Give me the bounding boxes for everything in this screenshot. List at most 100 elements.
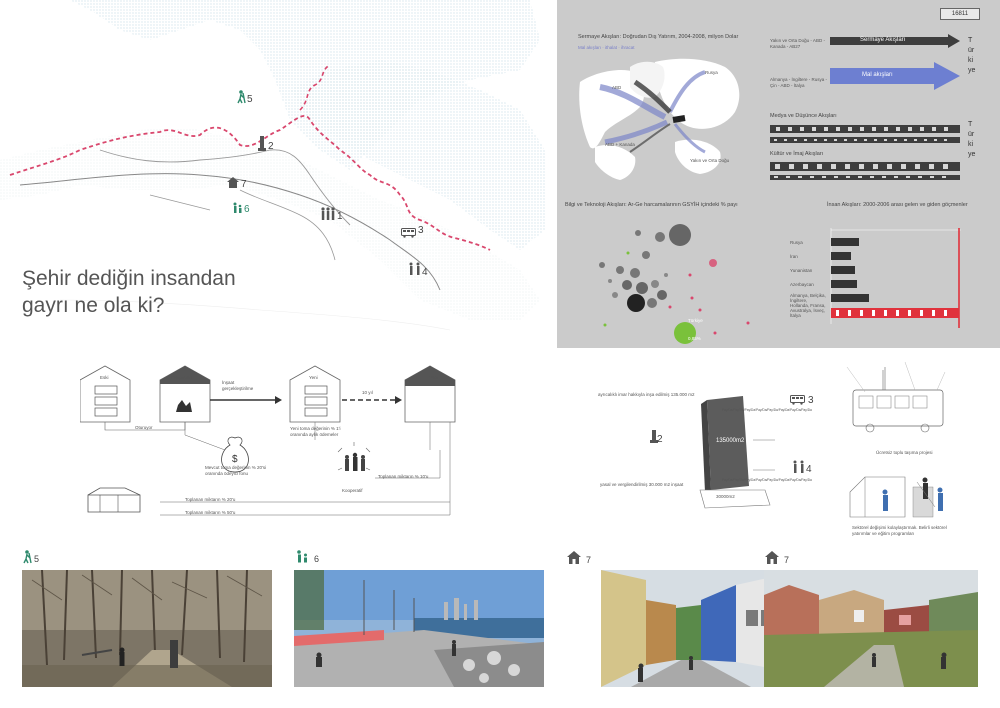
goods-arrow-label: Mal akışları [862,72,893,78]
human-row-iran: İran [790,254,798,259]
diagram-years-label: 10 yıl [362,390,373,395]
headline-line-2: gayrı ne ola ki? [22,294,165,317]
hiker-icon [23,550,32,564]
photo-num: 7 [586,555,592,565]
diagram-yeni-toma-label: Yeni toma değerinin % 1'i oranında aylık… [290,426,341,437]
photo-garden [764,570,978,687]
svg-text:$: $ [232,454,238,465]
turkiye-vertical-2: Türkiye [968,121,976,158]
tech-bubbles [599,224,750,344]
media-flows-strip [770,125,960,143]
culture-flows-title: Kültür ve İmaj Akışları [770,151,824,157]
tower-icon [650,430,658,443]
housing-process-diagram: $ [80,365,456,516]
europe-label: Almanya - İngiltere - Rusya - Çin - ABD … [770,77,828,88]
diagram-kooperatif-house-label: Kooperatif [171,375,192,380]
photo-caption-6: 6 [296,550,319,569]
capital-arrow-label: Sermaye Akışları [860,37,906,43]
map-label-rusya: Rusya [705,70,718,75]
tower-base-area-label: 30000m2 [716,494,735,499]
house-icon [567,551,581,564]
photo-waterfront [294,570,544,687]
human-row-azerbaycan: Azerbaycan [790,282,814,287]
bus-icon [790,395,805,405]
culture-flows-strip [770,162,960,180]
tech-flows-title: Bilgi ve Teknoloji Akışları: Ar-Ge harca… [565,202,738,208]
diagram-oturuyor-label: Oturuyor [135,425,153,430]
tower-marker: 2 [657,434,663,445]
bus-sketch [846,362,946,433]
human-row-yunanistan: Yunanistan [790,268,813,273]
workers-marker: 4 [806,464,812,475]
map-label-abd: ABD [612,85,622,90]
diagram-eski-label: Eski [100,375,109,380]
tower-area-label: 135000m2 [716,438,745,444]
photo-num: 5 [34,554,40,564]
capital-flows-title: Sermaye Akışları: Doğrudan Dış Yatırım, … [578,34,739,40]
map-marker-5[interactable]: 5 [236,90,253,109]
map-marker-label: 3 [418,225,424,236]
middle-east-label: Yakın ve Orta Doğu - ABD - Kanada - AB27 [770,38,825,49]
headline-line-1: Şehir dediğin insandan [22,267,236,290]
house-icon [227,177,239,188]
diagram-insaat-label: İnşaat gerçekleştirilme [222,380,254,391]
hiker-icon [237,90,246,104]
sheet-number: 16811 [951,11,969,17]
diagram-toplanan-50: Toplanan miktarın % 50'u [185,510,236,515]
map-label-abd-kanada: ABD + Kanada [605,142,635,147]
photo-forest-path [22,570,272,687]
flows-panel [557,0,1000,348]
bus-caption: Ücretsiz toplu taşıma projesi [876,450,933,455]
bus-marker: 3 [808,395,814,406]
photo-caption-7a: 7 [566,550,591,570]
turkiye-vertical-1: Türkiye [968,37,976,74]
human-flows-title: İnsan Akışları: 2000-2006 arası gelen ve… [827,202,968,208]
map-marker-label: 5 [247,94,253,105]
diagram-toplanan-20: Toplanan miktarın % 20'u [185,497,236,502]
tower-bottom-text: yasal ve vergilendirilmiş 30.000 m2 inşa… [600,482,684,487]
diagram-toplanan-10: Toplanan miktarın % 10'u [378,474,429,479]
human-row-europe: Almanya, Belçika, İngiltere, Hollanda, F… [790,293,826,318]
world-flow-map [579,58,740,180]
photo-street [601,570,781,687]
tower-top-text: ayrıcalıklı imar hakkıyla inşa edilmiş 1… [598,392,695,397]
map-marker-2[interactable]: 2 [258,135,274,156]
photo-caption-5: 5 [22,550,39,569]
map-marker-7[interactable]: 7 [226,176,247,194]
family-icon [233,202,242,213]
bus-repeat-text: Pay/Da/Pay/Da/Pay/Da/Pay/Da/Pay/Da/Pay/D… [722,408,812,412]
human-flows-chart [830,228,961,328]
family-icon [297,550,307,563]
diagram-mevcut-label: Mevcut toma değerinin % 20'si oranında ö… [205,465,267,476]
map-marker-label: 2 [268,141,274,152]
map-marker-3[interactable]: 3 [401,225,424,243]
house-icon [765,551,779,564]
diagram-yeni1-label: Yeni [309,375,318,380]
media-flows-title: Medya ve Düşünce Akışları [770,113,837,119]
map-marker-label: 1 [337,211,343,222]
tech-pct-label: 0,85% [688,336,701,341]
photo-num: 6 [314,554,320,564]
workers-repeat-text: Pay/Da/Pay/Da/Pay/Da/Pay/Da/Pay/Da/Pay/D… [722,478,812,482]
capital-arrow [830,34,960,48]
map-marker-1[interactable]: 1 [320,207,343,226]
map-marker-4[interactable]: 4 [408,262,428,281]
tower-icon [258,136,266,151]
map-marker-label: 6 [244,204,250,215]
photo-caption-7b: 7 [764,550,789,570]
map-marker-label: 7 [241,179,247,190]
headline: Şehir dediğin insandan gayrı ne ola ki? [22,265,236,319]
goods-arrow [830,62,960,90]
workers-icon [793,460,804,473]
diagram-yeni2-label: Yeni [429,375,438,380]
sheet-number-box: 16811 [940,8,980,20]
map-label-yakin-orta: Yakın ve Orta Doğu [690,158,730,163]
goods-flows-subtitle: Mal akışları · ithalat · ihracat [578,45,635,50]
map-marker-6[interactable]: 6 [232,201,250,219]
tower-scheme [650,396,775,509]
people-group-icon [321,207,335,220]
bus-icon [401,228,416,238]
human-row-rusya: Rusya [790,240,803,245]
tech-turkiye-label: Türkiye [688,318,703,323]
map-marker-label: 4 [422,267,428,278]
